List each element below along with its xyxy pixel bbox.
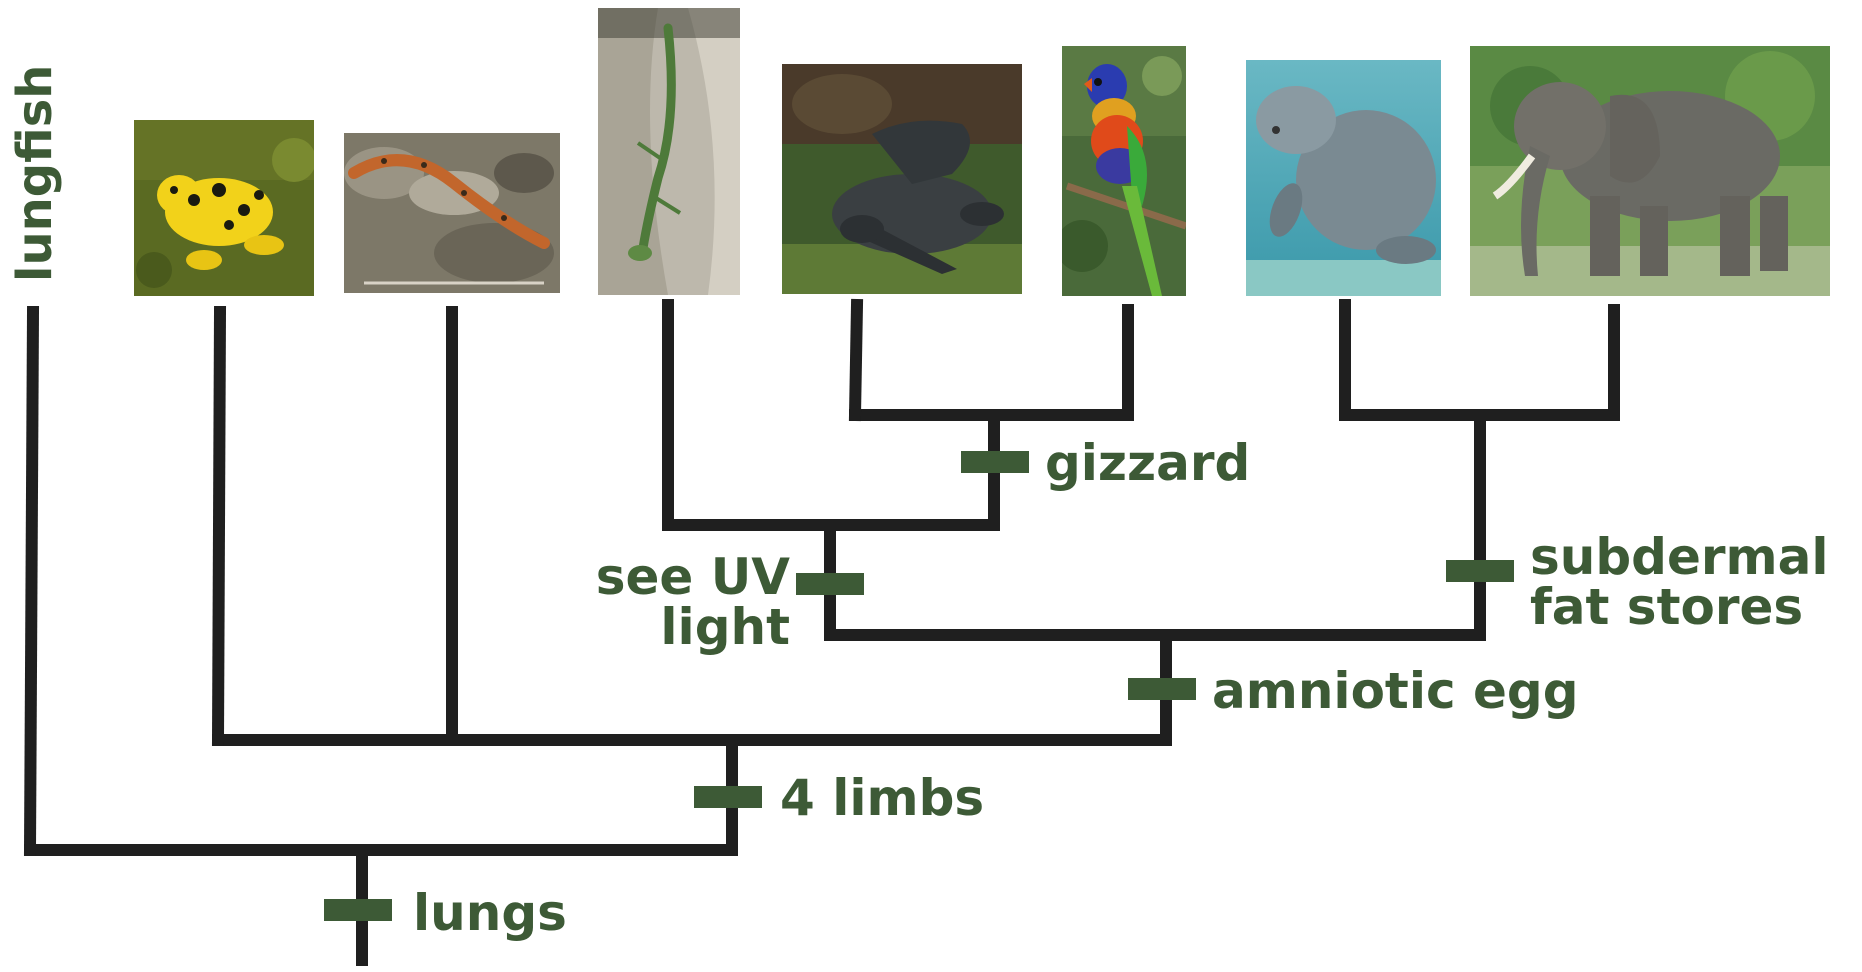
trait-markers bbox=[324, 451, 1514, 921]
frog-photo bbox=[134, 120, 314, 296]
branch-crocodile bbox=[848, 298, 864, 422]
branch-lungfish bbox=[23, 305, 40, 857]
trait-label-lungs: lungs bbox=[413, 884, 567, 942]
trait-marker-amniotic-egg bbox=[1128, 678, 1196, 700]
crocodile-photo bbox=[782, 64, 1022, 294]
trait-label-fat-line2: fat stores bbox=[1530, 578, 1804, 636]
trait-marker-fat bbox=[1446, 560, 1514, 582]
tree-branches bbox=[23, 298, 1620, 966]
lungfish-label: lungfish bbox=[7, 64, 63, 282]
trait-label-gizzard: gizzard bbox=[1045, 434, 1251, 492]
trait-label-limbs: 4 limbs bbox=[780, 769, 985, 827]
parrot-photo bbox=[1062, 46, 1186, 296]
trait-label-fat-line1: subdermal bbox=[1530, 528, 1829, 586]
trait-marker-lungs bbox=[324, 899, 392, 921]
trait-marker-uv bbox=[796, 573, 864, 595]
manatee-photo bbox=[1246, 60, 1441, 296]
trait-marker-gizzard bbox=[961, 451, 1029, 473]
elephant-photo bbox=[1470, 46, 1830, 296]
branch-frog bbox=[211, 305, 227, 747]
trait-marker-limbs bbox=[694, 786, 762, 808]
salamander-photo bbox=[344, 133, 560, 293]
trait-label-uv-line1: see UV bbox=[595, 548, 790, 606]
lizard-photo bbox=[598, 8, 740, 295]
trait-label-amniotic-egg: amniotic egg bbox=[1212, 662, 1579, 720]
trait-label-uv-line2: light bbox=[660, 598, 790, 656]
